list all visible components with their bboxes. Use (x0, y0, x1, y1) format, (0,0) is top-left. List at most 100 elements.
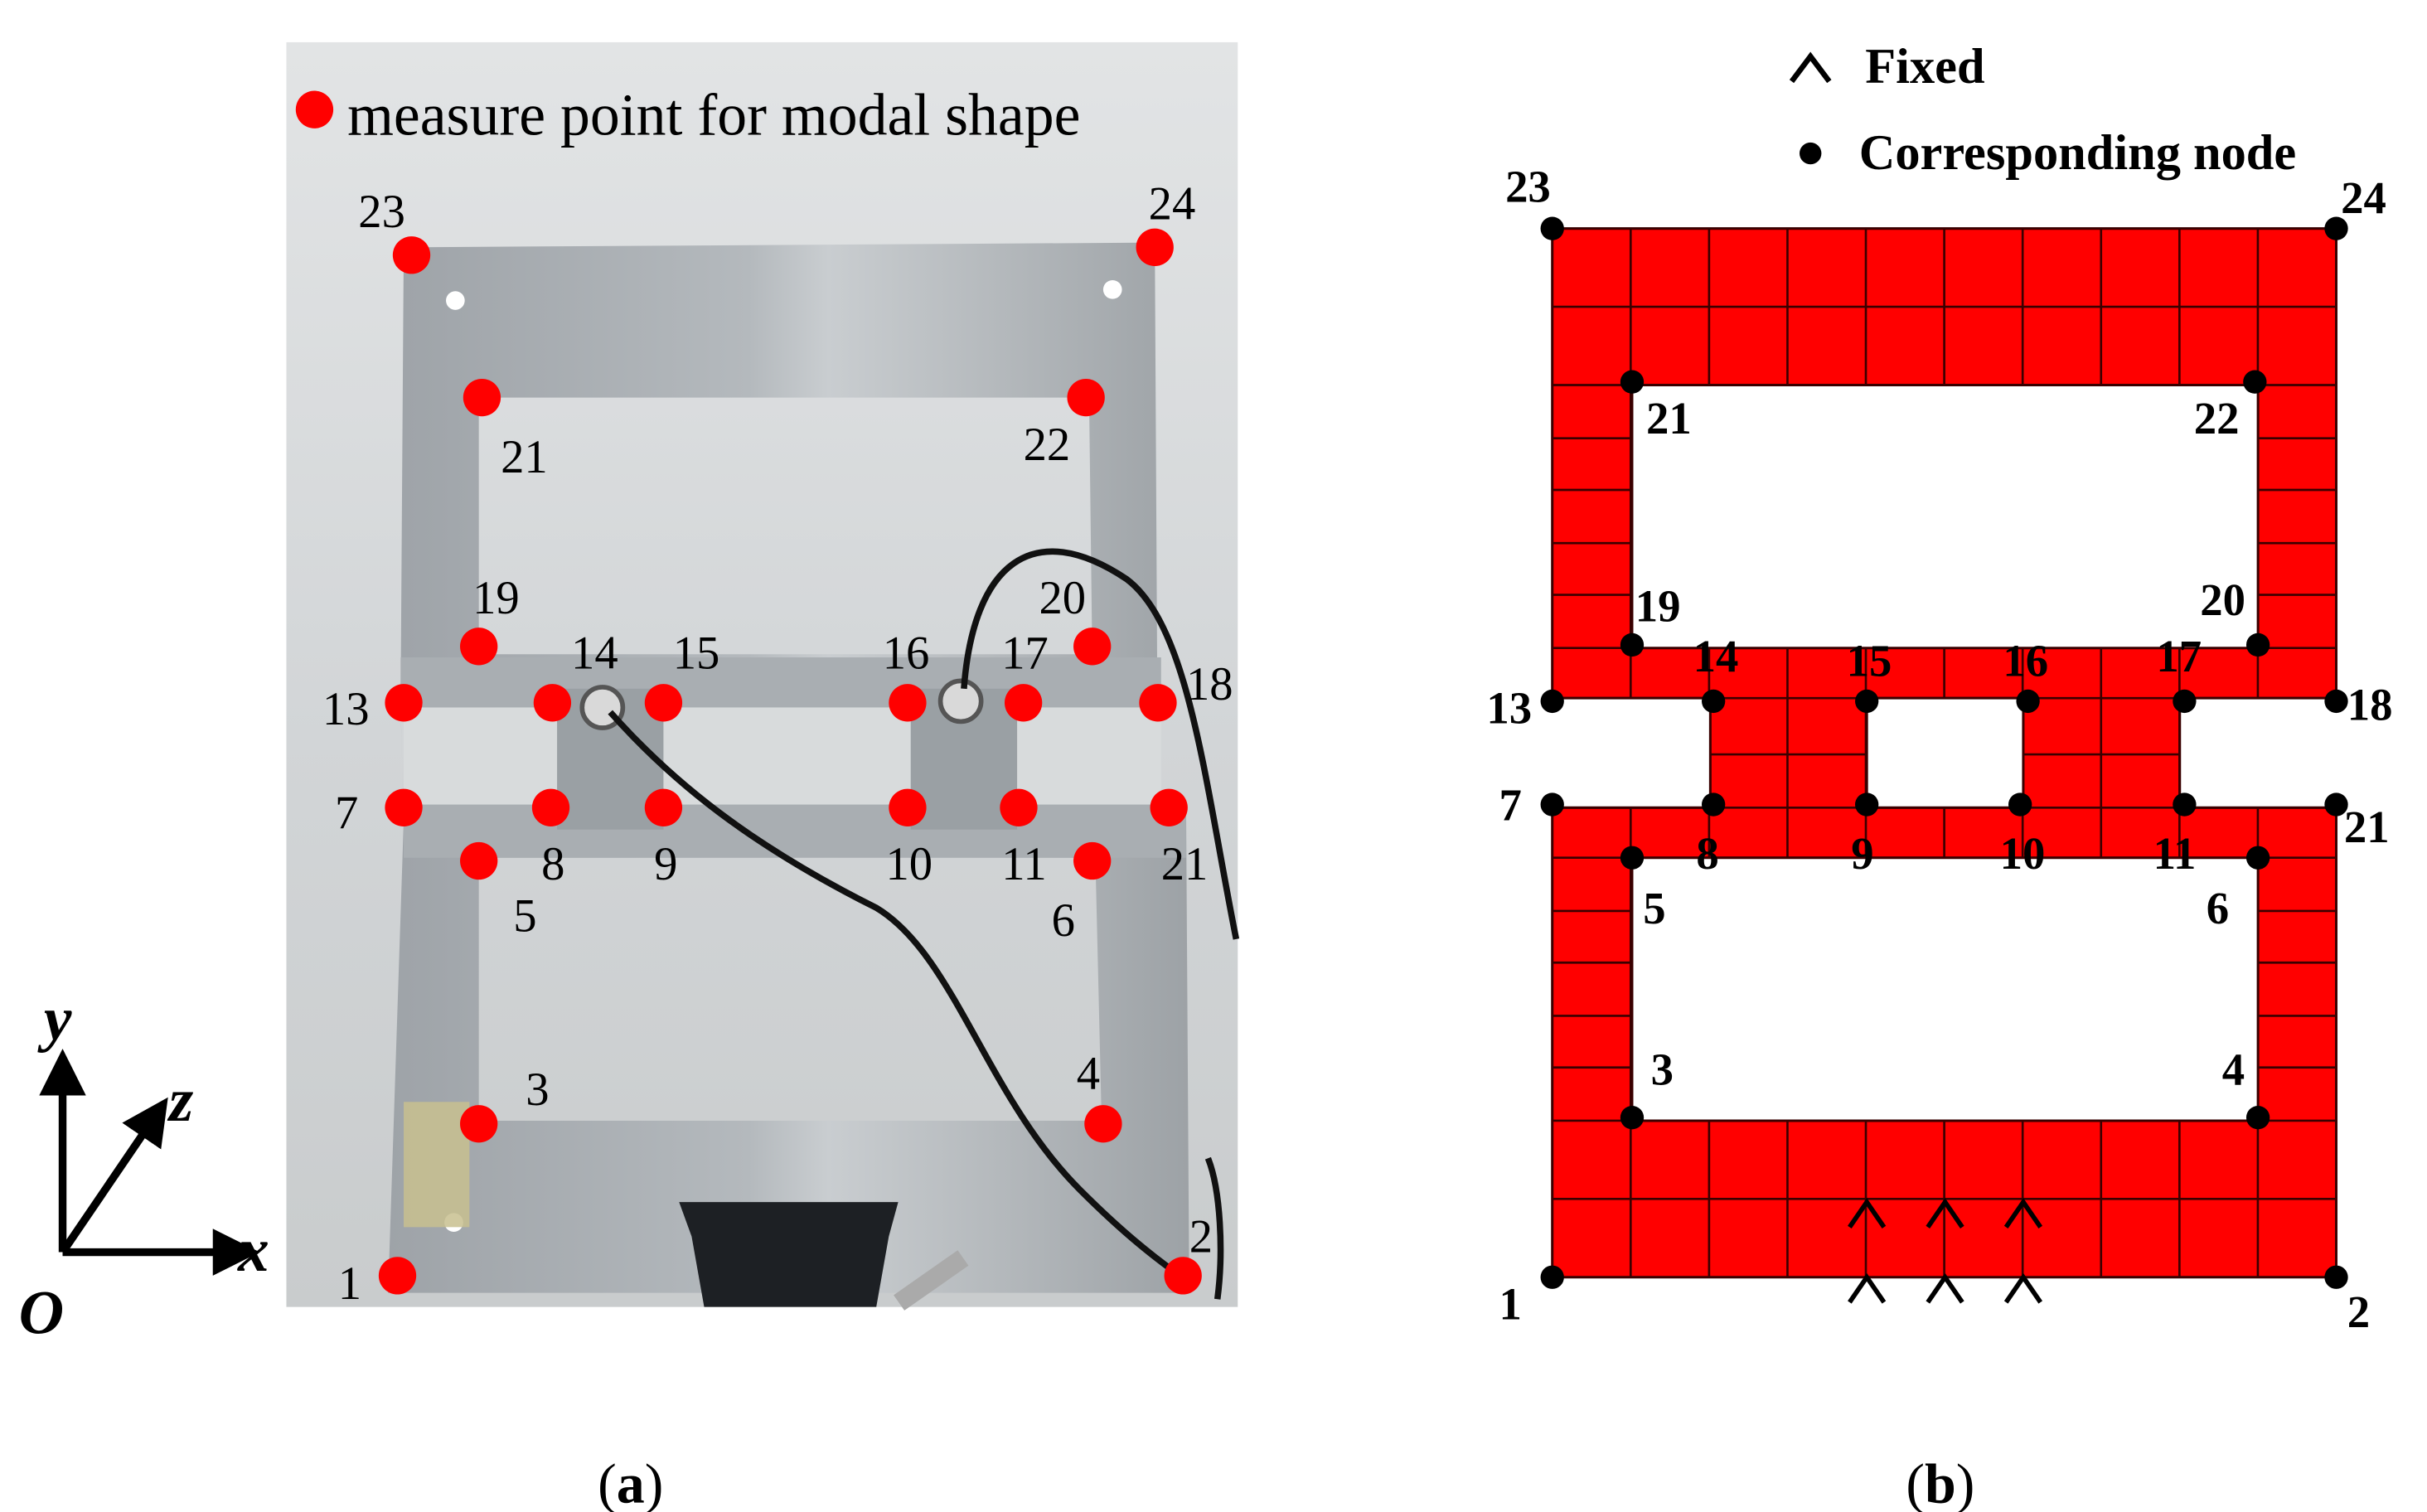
measure-point-label: 2 (1189, 1212, 1213, 1263)
measure-point-label: 22 (1024, 419, 1071, 471)
node-marker (1701, 689, 1726, 714)
measure-point-label: 16 (883, 628, 930, 679)
legend-measure-point-marker (295, 90, 334, 128)
z-axis-label: z (167, 1066, 194, 1135)
node-label: 17 (2156, 631, 2202, 681)
origin-label: O (19, 1279, 65, 1348)
measure-point-marker (1084, 1105, 1122, 1143)
measure-point-label: 21 (501, 432, 548, 483)
node-label: 21 (1646, 393, 1692, 443)
measure-point-7: 7 (335, 788, 423, 839)
measure-point-label: 8 (541, 839, 564, 890)
fixed-support-icon (2003, 1198, 2043, 1228)
node-21: 21 (2324, 792, 2390, 852)
measure-point-9: 9 (644, 788, 683, 890)
measure-point-5: 5 (460, 841, 537, 942)
fixed-supports (1848, 1198, 2043, 1304)
node-13: 13 (1486, 682, 1564, 733)
node-marker (2324, 1265, 2348, 1289)
node-14: 14 (1693, 631, 1739, 714)
measure-point-label: 21 (1161, 839, 1209, 890)
legend-fixed-icon (1789, 51, 1832, 84)
measure-point-6: 6 (1052, 841, 1112, 947)
node-7: 7 (1499, 779, 1564, 830)
measure-point-marker (463, 378, 501, 417)
node-marker (2173, 689, 2197, 714)
tape-patch (404, 1102, 470, 1228)
measure-point-16: 16 (883, 628, 930, 722)
measure-point-21: 21 (1150, 788, 1209, 890)
measure-point-marker (460, 628, 498, 666)
legend-node-label: Corresponding node (1859, 125, 2297, 181)
measure-point-marker (531, 788, 570, 826)
measure-point-marker (1073, 628, 1112, 666)
measure-point-marker (385, 684, 423, 722)
vise-clamp (679, 1202, 899, 1307)
measure-point-marker (1073, 841, 1112, 880)
measure-point-label: 19 (472, 573, 520, 624)
measure-point-marker (378, 1257, 417, 1295)
measure-point-19: 19 (460, 573, 520, 666)
node-marker (1620, 632, 1645, 657)
node-label: 5 (1643, 883, 1665, 933)
screw-hole (446, 291, 465, 310)
node-16: 16 (2003, 636, 2048, 714)
node-3: 3 (1620, 1044, 1674, 1130)
measure-point-marker (460, 1105, 498, 1143)
measure-point-marker (644, 684, 683, 722)
measure-point-label: 4 (1077, 1049, 1100, 1100)
node-label: 13 (1486, 682, 1532, 733)
sensor-cable-left (608, 710, 1189, 1283)
measure-point-marker (644, 788, 683, 826)
measure-point-label: 17 (1001, 628, 1049, 679)
node-marker (1540, 792, 1564, 817)
node-label: 23 (1505, 162, 1551, 212)
measure-point-11: 11 (1000, 788, 1047, 890)
y-axis-label: y (37, 985, 72, 1054)
measure-point-2: 2 (1164, 1212, 1213, 1295)
vise-rod (894, 1250, 969, 1311)
fixed-support-icon (1848, 1272, 1887, 1304)
node-marker (2245, 846, 2270, 870)
legend-measure-point-label: measure point for modal shape (347, 81, 1080, 148)
node-2: 2 (2324, 1265, 2370, 1337)
measure-point-marker (1000, 788, 1038, 826)
caption-b: (b) (1906, 1452, 1974, 1512)
node-label: 24 (2341, 172, 2386, 223)
measure-point-label: 18 (1186, 659, 1233, 710)
node-24: 24 (2324, 172, 2386, 240)
legend-node-marker (1799, 142, 1822, 165)
measure-point-label: 9 (654, 839, 677, 890)
node-marker (2173, 792, 2197, 817)
measure-point-label: 24 (1149, 178, 1196, 230)
legend-fixed-label: Fixed (1865, 39, 1984, 94)
measure-point-marker (889, 684, 927, 722)
node-marker (2324, 689, 2348, 714)
measure-point-marker (1067, 378, 1105, 417)
node-19: 19 (1620, 581, 1681, 657)
node-label: 14 (1693, 631, 1739, 681)
node-marker (2245, 632, 2270, 657)
node-label: 7 (1499, 779, 1522, 830)
measure-point-label: 5 (513, 890, 536, 942)
node-marker (1540, 216, 1564, 240)
node-1: 1 (1499, 1265, 1564, 1330)
measure-point-label: 15 (673, 628, 720, 679)
sensor-cable-extra (1204, 1156, 1224, 1300)
node-marker (1540, 1265, 1564, 1289)
measure-point-marker (1139, 684, 1177, 722)
node-18: 18 (2324, 680, 2392, 730)
node-marker (2324, 792, 2348, 817)
measure-point-4: 4 (1077, 1049, 1122, 1143)
fixed-support-icon (1926, 1272, 1964, 1304)
node-marker (1620, 370, 1645, 394)
measure-point-label: 13 (322, 684, 370, 735)
measure-point-21: 21 (463, 378, 548, 483)
caption-a: (a) (598, 1452, 663, 1512)
node-15: 15 (1847, 636, 1892, 714)
node-21: 21 (1620, 370, 1692, 443)
measure-point-24: 24 (1136, 178, 1196, 266)
node-label: 1 (1499, 1279, 1522, 1330)
